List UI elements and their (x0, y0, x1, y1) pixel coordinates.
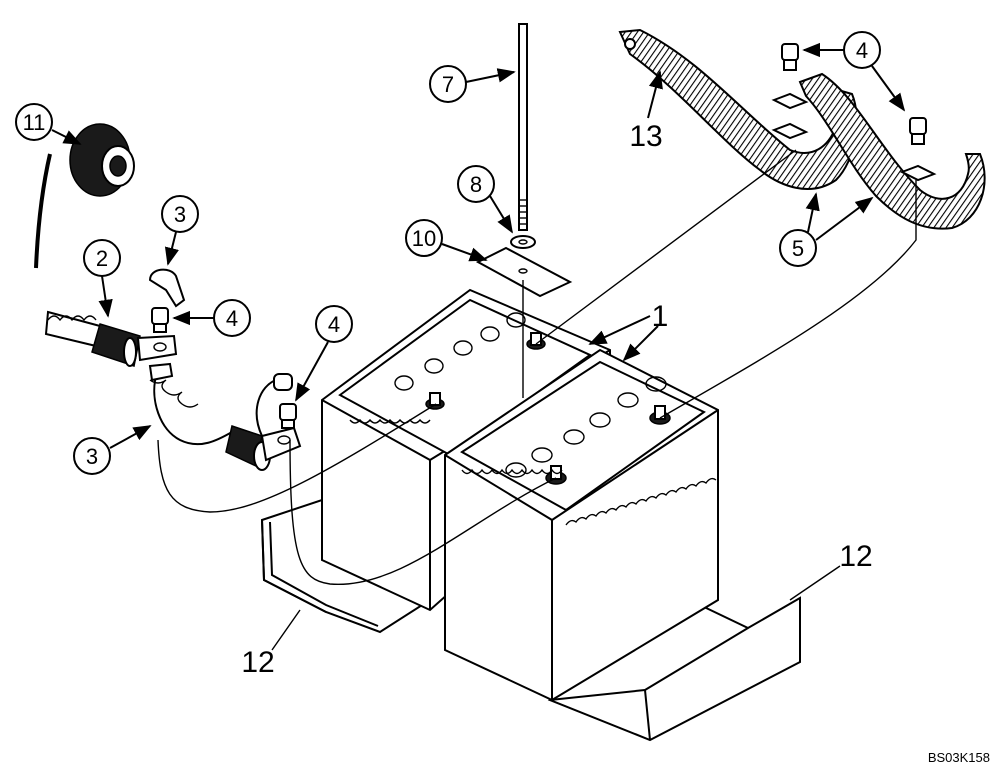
callout-12-right: 12 (789, 540, 873, 601)
washer (510, 235, 536, 249)
grommet (69, 123, 135, 197)
strap-nut-right (899, 117, 937, 182)
positive-cable (44, 310, 178, 367)
callout-12-left: 12 (241, 609, 301, 679)
figure-code: BS03K158 (928, 750, 990, 765)
svg-text:1: 1 (652, 300, 669, 333)
svg-text:5: 5 (792, 236, 804, 261)
battery-strap-inner (618, 28, 858, 190)
battery-rear-cell-caps (394, 312, 526, 391)
terminal-nut-left (151, 307, 169, 333)
svg-text:2: 2 (96, 246, 108, 271)
callout-7: 7 (429, 65, 516, 103)
svg-text:10: 10 (412, 226, 436, 251)
callout-5: 5 (779, 192, 874, 267)
routing-lines (157, 149, 917, 585)
svg-text:12: 12 (241, 646, 274, 679)
svg-text:3: 3 (174, 202, 186, 227)
svg-text:11: 11 (23, 110, 46, 135)
svg-text:3: 3 (86, 444, 98, 469)
svg-text:12: 12 (839, 540, 872, 573)
svg-text:4: 4 (226, 306, 238, 331)
callout-3-bottom: 3 (73, 425, 152, 475)
callout-1: 1 (588, 300, 669, 362)
hold-down-rod (518, 23, 528, 231)
callout-4-right: 4 (802, 31, 906, 112)
svg-text:4: 4 (328, 312, 340, 337)
terminal-boot (148, 268, 186, 308)
svg-text:8: 8 (470, 172, 482, 197)
battery-front-cell-caps (505, 376, 667, 478)
svg-text:13: 13 (629, 120, 662, 153)
callout-2: 2 (83, 239, 121, 318)
callout-4-center: 4 (295, 305, 353, 402)
callout-10: 10 (405, 219, 488, 262)
hold-down-plate (475, 246, 573, 298)
callout-8: 8 (457, 165, 513, 234)
callout-4-left: 4 (172, 299, 251, 337)
strap-nut-upper (771, 43, 809, 140)
terminal-nut-center (279, 403, 297, 429)
battery-front (444, 348, 719, 702)
grommet-slash (34, 153, 52, 269)
svg-text:7: 7 (442, 72, 454, 97)
callout-11: 11 (15, 103, 82, 145)
callout-13: 13 (629, 70, 663, 153)
callout-3-top: 3 (161, 195, 199, 266)
battery-strap-outer (798, 72, 986, 230)
negative-cable (148, 362, 302, 471)
svg-text:4: 4 (856, 38, 868, 63)
